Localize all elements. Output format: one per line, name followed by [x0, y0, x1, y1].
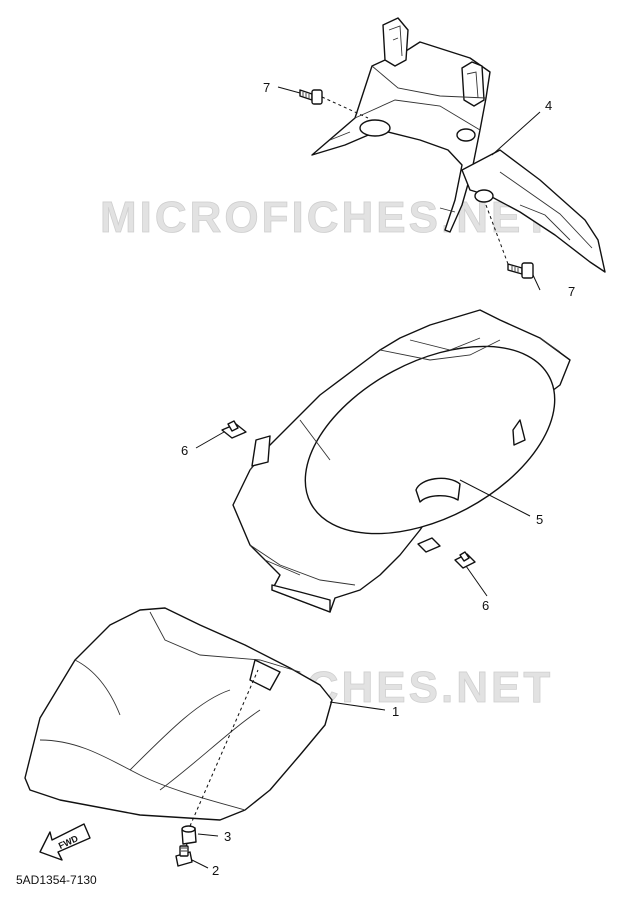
- watermark-top: MICROFICHES.NET: [100, 193, 553, 242]
- leader-7a: [277, 86, 301, 94]
- fwd-arrow-icon: FWD: [39, 823, 91, 861]
- part-5-inner-cover: [232, 309, 571, 613]
- part-7-bolt-upper: [299, 89, 369, 119]
- leader-6a: [195, 431, 225, 449]
- leader-3: [197, 833, 219, 837]
- part-6-clip-right: [454, 551, 476, 569]
- part-1-front-fender: [24, 607, 333, 821]
- part-4-rear-fender: [311, 17, 606, 273]
- part-7-bolt-lower: [485, 204, 534, 279]
- callout-6-left: 6: [181, 443, 188, 458]
- leader-6b: [465, 565, 488, 597]
- callout-4: 4: [545, 98, 552, 113]
- leader-4: [491, 111, 541, 156]
- part-2-screw: [175, 845, 193, 867]
- leader-2: [191, 859, 209, 869]
- part-6-clip-center: [417, 537, 441, 553]
- callout-5: 5: [536, 512, 543, 527]
- leader-1: [329, 701, 386, 711]
- part-6-clip-left: [221, 420, 247, 439]
- callout-3: 3: [224, 829, 231, 844]
- leader-dashed-collar: [189, 669, 259, 827]
- part-3-collar: [181, 825, 197, 845]
- diagram-code: 5AD1354-7130: [16, 873, 97, 887]
- leader-dashed-screw: [185, 841, 189, 847]
- leader-5: [459, 479, 531, 517]
- callout-6-right: 6: [482, 598, 489, 613]
- callout-2: 2: [212, 863, 219, 878]
- callout-7-lower: 7: [568, 284, 575, 299]
- callout-1: 1: [392, 704, 399, 719]
- leader-7b: [532, 274, 541, 291]
- callout-7-upper: 7: [263, 80, 270, 95]
